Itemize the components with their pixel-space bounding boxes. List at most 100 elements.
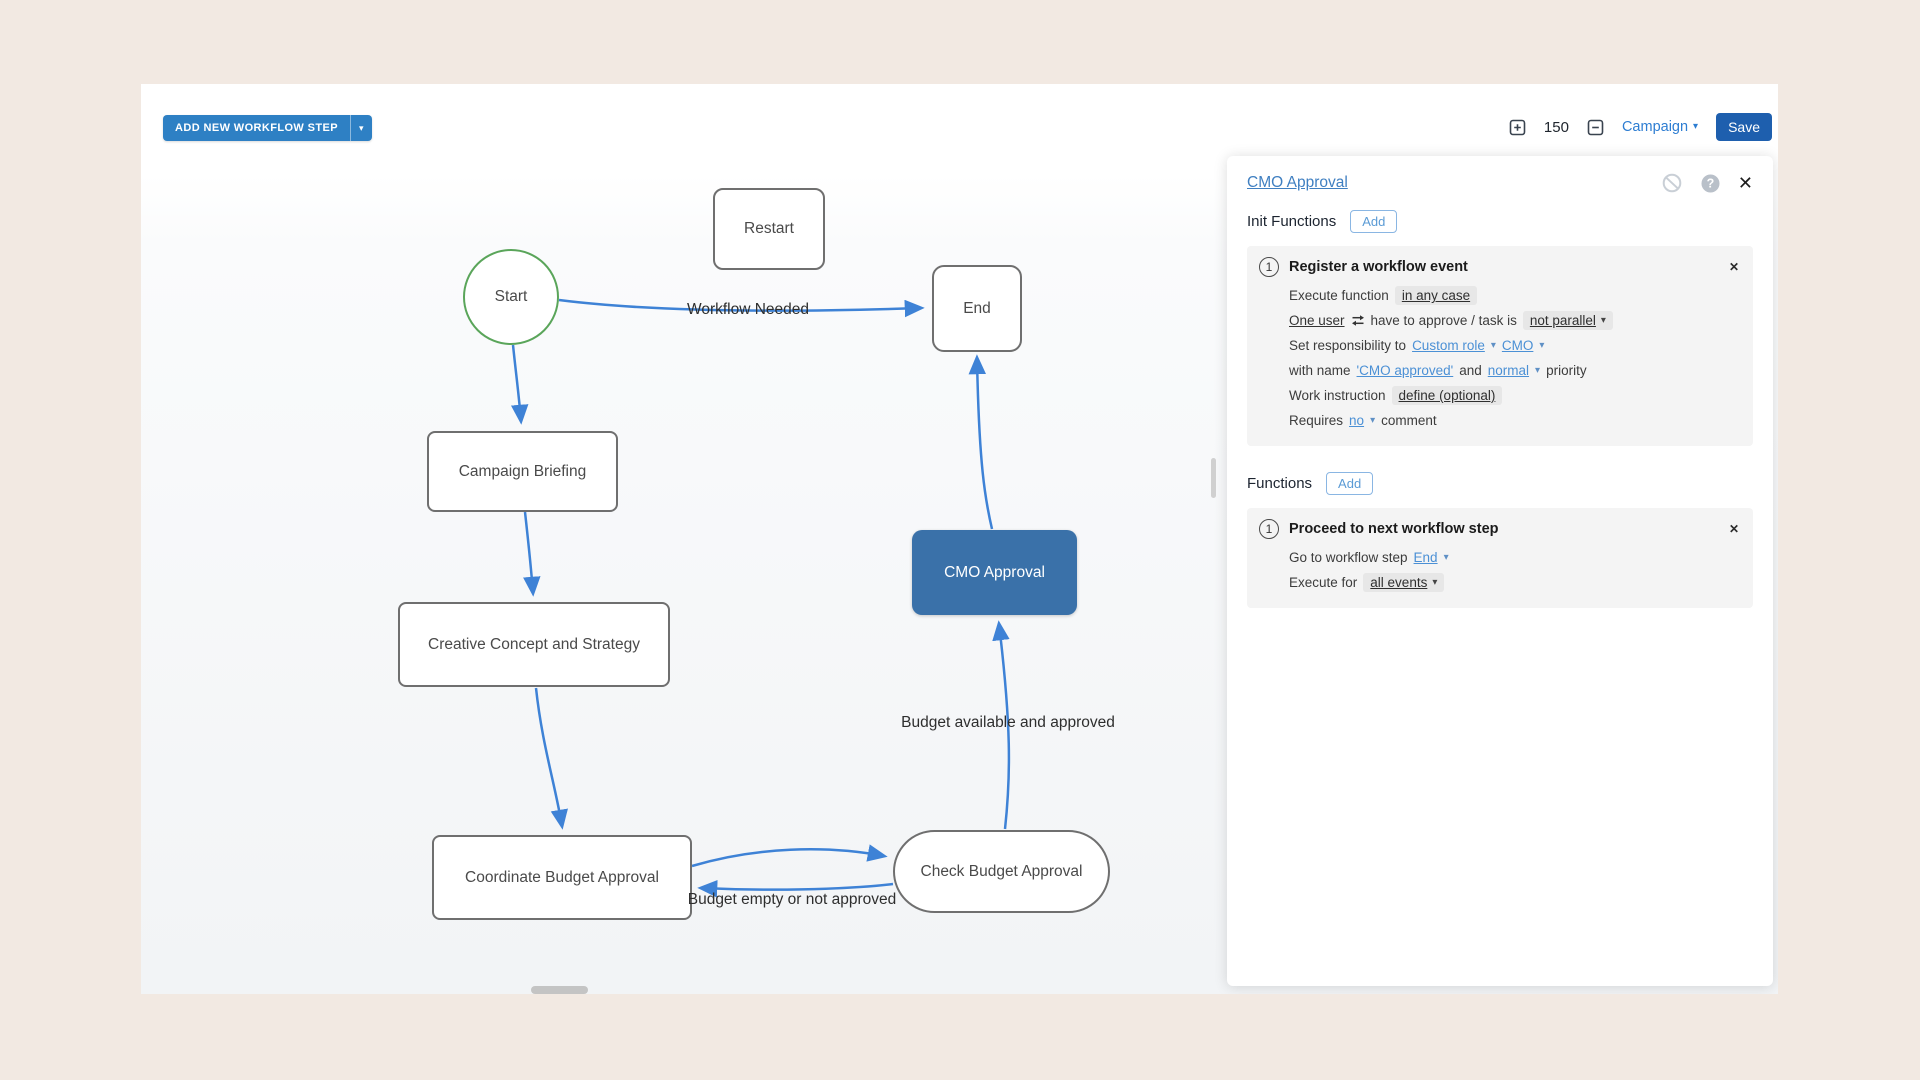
node-restart[interactable]: Restart: [713, 188, 825, 270]
svg-text:?: ?: [1707, 176, 1715, 190]
canvas-horizontal-scrollbar[interactable]: [531, 986, 588, 994]
zoom-level: 150: [1543, 118, 1569, 136]
execute-condition-selector[interactable]: in any case: [1394, 286, 1478, 305]
event-name-text: with name: [1289, 363, 1351, 378]
responsibility-text: Set responsibility to: [1289, 338, 1407, 353]
functions-section-header: Functions Add: [1247, 472, 1753, 495]
event-name-and-text: and: [1459, 363, 1482, 378]
event-name-row: with name 'CMO approved' and normal ▾ pr…: [1289, 358, 1739, 383]
edge-check-coordinate: [697, 880, 894, 898]
add-new-workflow-step-button[interactable]: ADD NEW WORKFLOW STEP ▾: [163, 115, 372, 141]
function-number-badge: 1: [1259, 519, 1279, 539]
priority-link[interactable]: normal: [1487, 363, 1530, 378]
work-instruction-row: Work instruction define (optional): [1289, 383, 1739, 408]
swap-icon[interactable]: [1351, 314, 1365, 327]
remove-function-icon[interactable]: ✕: [1728, 260, 1739, 274]
workflow-editor: Restart Start End Campaign Briefing CMO …: [141, 84, 1778, 994]
comment-text: comment: [1381, 413, 1437, 428]
edge-label-workflow-needed: Workflow Needed: [686, 301, 810, 318]
approver-count-link[interactable]: One user: [1289, 313, 1345, 328]
add-new-workflow-step-label: ADD NEW WORKFLOW STEP: [175, 122, 338, 134]
execute-for-text: Execute for: [1289, 575, 1358, 590]
close-icon[interactable]: ✕: [1737, 173, 1753, 193]
campaign-dropdown-label: Campaign: [1621, 119, 1689, 135]
approver-row: One user have to approve / task is not p…: [1289, 308, 1739, 333]
node-cmo-approval[interactable]: CMO Approval: [912, 530, 1077, 615]
node-end[interactable]: End: [932, 265, 1022, 352]
panel-actions: ? ✕: [1661, 172, 1753, 194]
edge-coordinate-check: [691, 844, 888, 868]
work-instruction-value: define (optional): [1398, 388, 1496, 403]
execute-condition-value: in any case: [1401, 288, 1471, 303]
chevron-down-icon: ▾: [1432, 576, 1438, 588]
parallel-selector[interactable]: not parallel ▾: [1522, 311, 1613, 330]
edge-label-budget-empty: Budget empty or not approved: [687, 891, 897, 908]
event-name-link[interactable]: 'CMO approved': [1356, 363, 1454, 378]
toolbar-right: 150 Campaign ▾ Save: [1509, 112, 1772, 142]
chevron-down-icon: ▾: [1539, 339, 1545, 351]
function-card-header: 1 Proceed to next workflow step ✕: [1259, 519, 1739, 539]
init-card-header: 1 Register a workflow event ✕: [1259, 257, 1739, 277]
edge-creative-coordinate: [534, 687, 568, 830]
chevron-down-icon: ▾: [1490, 339, 1496, 351]
node-start[interactable]: Start: [463, 249, 559, 345]
step-settings-panel: CMO Approval ? ✕ Init Functions Add 1 Re…: [1227, 156, 1773, 986]
goto-step-row: Go to workflow step End ▾: [1289, 545, 1739, 570]
disable-step-icon[interactable]: [1661, 172, 1683, 194]
execute-for-row: Execute for all events ▾: [1289, 570, 1739, 595]
edge-check-cmo: [992, 620, 1011, 830]
approver-row-text: have to approve / task is: [1370, 313, 1517, 328]
zoom-in-icon[interactable]: [1509, 119, 1526, 136]
workflow-edges: [510, 298, 1011, 898]
function-number-badge: 1: [1259, 257, 1279, 277]
priority-text: priority: [1546, 363, 1587, 378]
requires-comment-link[interactable]: no: [1349, 413, 1365, 428]
zoom-out-icon[interactable]: [1587, 119, 1604, 136]
add-step-caret-button[interactable]: ▾: [350, 115, 372, 141]
responsibility-role-link[interactable]: CMO: [1501, 338, 1534, 353]
execute-function-row: Execute function in any case: [1289, 283, 1739, 308]
execute-function-text: Execute function: [1289, 288, 1389, 303]
node-check-budget[interactable]: Check Budget Approval: [893, 830, 1110, 913]
edge-start-campaign: [510, 344, 529, 425]
function-card-body: Go to workflow step End ▾ Execute for al…: [1289, 545, 1739, 595]
init-function-card: 1 Register a workflow event ✕ Execute fu…: [1247, 246, 1753, 446]
toolbar: ADD NEW WORKFLOW STEP ▾ 150 Campaign ▾ S…: [141, 84, 1778, 142]
goto-step-link[interactable]: End: [1413, 550, 1438, 565]
panel-resize-handle[interactable]: [1211, 458, 1216, 498]
execute-for-selector[interactable]: all events ▾: [1363, 573, 1445, 592]
node-creative-concept[interactable]: Creative Concept and Strategy: [398, 602, 670, 687]
edge-cmo-end: [968, 354, 994, 530]
goto-step-text: Go to workflow step: [1289, 550, 1408, 565]
chevron-down-icon: ▾: [1370, 414, 1376, 426]
init-card-title: Register a workflow event: [1289, 259, 1468, 275]
functions-add-button[interactable]: Add: [1326, 472, 1374, 495]
chevron-down-icon: ▾: [1443, 551, 1449, 563]
chevron-down-icon: ▾: [1535, 364, 1541, 376]
panel-header: CMO Approval ? ✕: [1247, 172, 1753, 194]
help-icon[interactable]: ?: [1700, 173, 1721, 194]
save-button[interactable]: Save: [1716, 113, 1772, 141]
node-coordinate-budget[interactable]: Coordinate Budget Approval: [432, 835, 692, 920]
remove-function-icon[interactable]: ✕: [1728, 522, 1739, 536]
init-functions-label: Init Functions: [1247, 213, 1337, 230]
responsibility-type-link[interactable]: Custom role: [1412, 338, 1485, 353]
edge-campaign-creative: [523, 511, 541, 597]
requires-comment-row: Requires no ▾ comment: [1289, 408, 1739, 433]
edge-start-end: [558, 298, 925, 318]
parallel-value: not parallel: [1529, 313, 1596, 328]
work-instruction-text: Work instruction: [1289, 388, 1386, 403]
campaign-dropdown[interactable]: Campaign ▾: [1622, 119, 1698, 135]
node-campaign-briefing[interactable]: Campaign Briefing: [427, 431, 618, 512]
panel-title-link[interactable]: CMO Approval: [1247, 174, 1348, 191]
init-functions-section-header: Init Functions Add: [1247, 210, 1753, 233]
requires-text: Requires: [1289, 413, 1344, 428]
chevron-down-icon: ▾: [1693, 121, 1699, 132]
work-instruction-define-button[interactable]: define (optional): [1391, 386, 1503, 405]
init-functions-add-button[interactable]: Add: [1350, 210, 1398, 233]
execute-for-value: all events: [1370, 575, 1428, 590]
init-card-body: Execute function in any case One user ha…: [1289, 283, 1739, 433]
function-card: 1 Proceed to next workflow step ✕ Go to …: [1247, 508, 1753, 608]
responsibility-row: Set responsibility to Custom role ▾ CMO …: [1289, 333, 1739, 358]
functions-label: Functions: [1247, 475, 1313, 492]
